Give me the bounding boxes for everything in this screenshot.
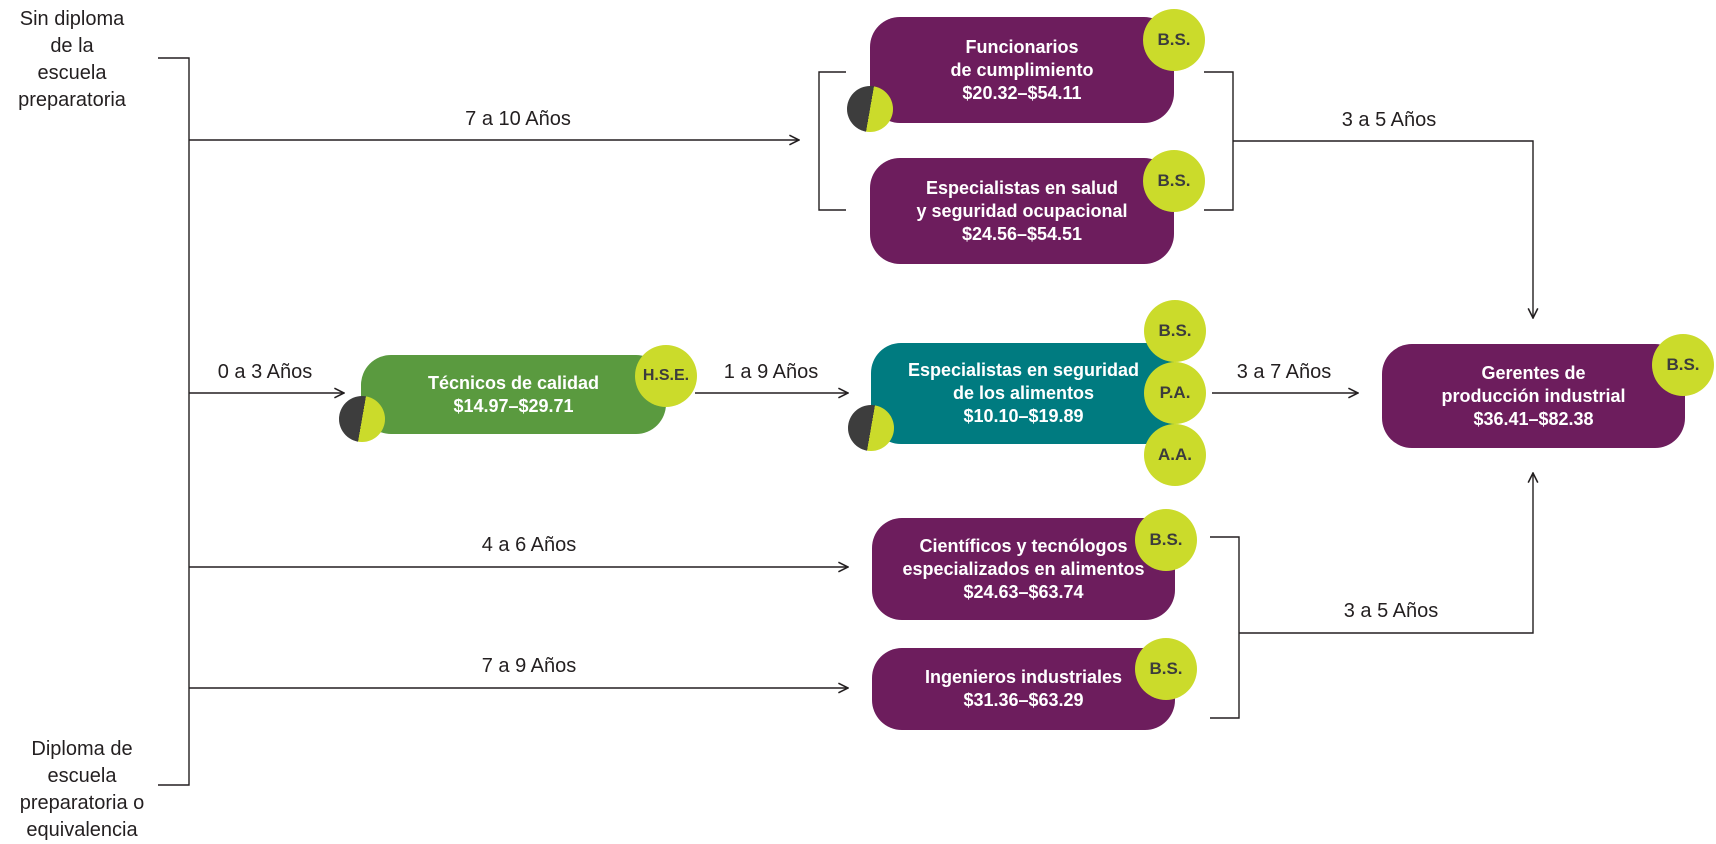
occupation-funcionarios: Funcionarios de cumplimiento $20.32–$54.… (870, 17, 1174, 123)
occupation-especialistas-salud: Especialistas en salud y seguridad ocupa… (870, 158, 1174, 264)
pie-icon (848, 405, 894, 451)
pie-icon (847, 86, 893, 132)
duration-bottom-group-to-gerentes: 3 a 5 Años (1343, 600, 1439, 622)
degree-badge: B.S. (1143, 9, 1205, 71)
source-no-diploma: Sin diploma de la escuela preparatoria (18, 8, 126, 111)
occupation-ingenieros: Ingenieros industriales $31.36–$63.29 (872, 648, 1175, 730)
duration-to-funcionarios: 7 a 10 Años (465, 108, 571, 130)
pie-icon (339, 396, 385, 442)
source-diploma: Diploma de escuela preparatoria o equiva… (19, 738, 145, 841)
degree-badge: P.A. (1144, 362, 1206, 424)
degree-badge: B.S. (1135, 509, 1197, 571)
degree-badge: A.A. (1144, 424, 1206, 486)
occupation-tecnicos-calidad: Técnicos de calidad $14.97–$29.71 (361, 355, 666, 434)
top-group-left-bracket (818, 71, 846, 211)
occupation-gerentes: Gerentes de producción industrial $36.41… (1382, 344, 1685, 448)
degree-badge: B.S. (1143, 150, 1205, 212)
degree-badge: B.S. (1144, 300, 1206, 362)
top-group-to-gerentes (1233, 140, 1533, 318)
degree-badge: H.S.E. (635, 345, 697, 407)
duration-tecnicos-to-especialistas: 1 a 9 Años (723, 361, 819, 383)
degree-badge: B.S. (1652, 334, 1714, 396)
bottom-group-bracket (1210, 536, 1240, 719)
occupation-especialistas-alimentos: Especialistas en seguridad de los alimen… (871, 343, 1176, 444)
degree-badge: B.S. (1135, 638, 1197, 700)
duration-to-tecnicos: 0 a 3 Años (217, 361, 313, 383)
duration-to-ingenieros: 7 a 9 Años (481, 655, 577, 677)
duration-especialistas-to-gerentes: 3 a 7 Años (1236, 361, 1332, 383)
duration-to-cientificos: 4 a 6 Años (481, 534, 577, 556)
top-group-right-bracket (1204, 71, 1234, 211)
duration-top-group-to-gerentes: 3 a 5 Años (1341, 109, 1437, 131)
occupation-cientificos: Científicos y tecnólogos especializados … (872, 518, 1175, 620)
source-bracket (158, 57, 190, 786)
bottom-group-to-gerentes (1239, 473, 1533, 634)
